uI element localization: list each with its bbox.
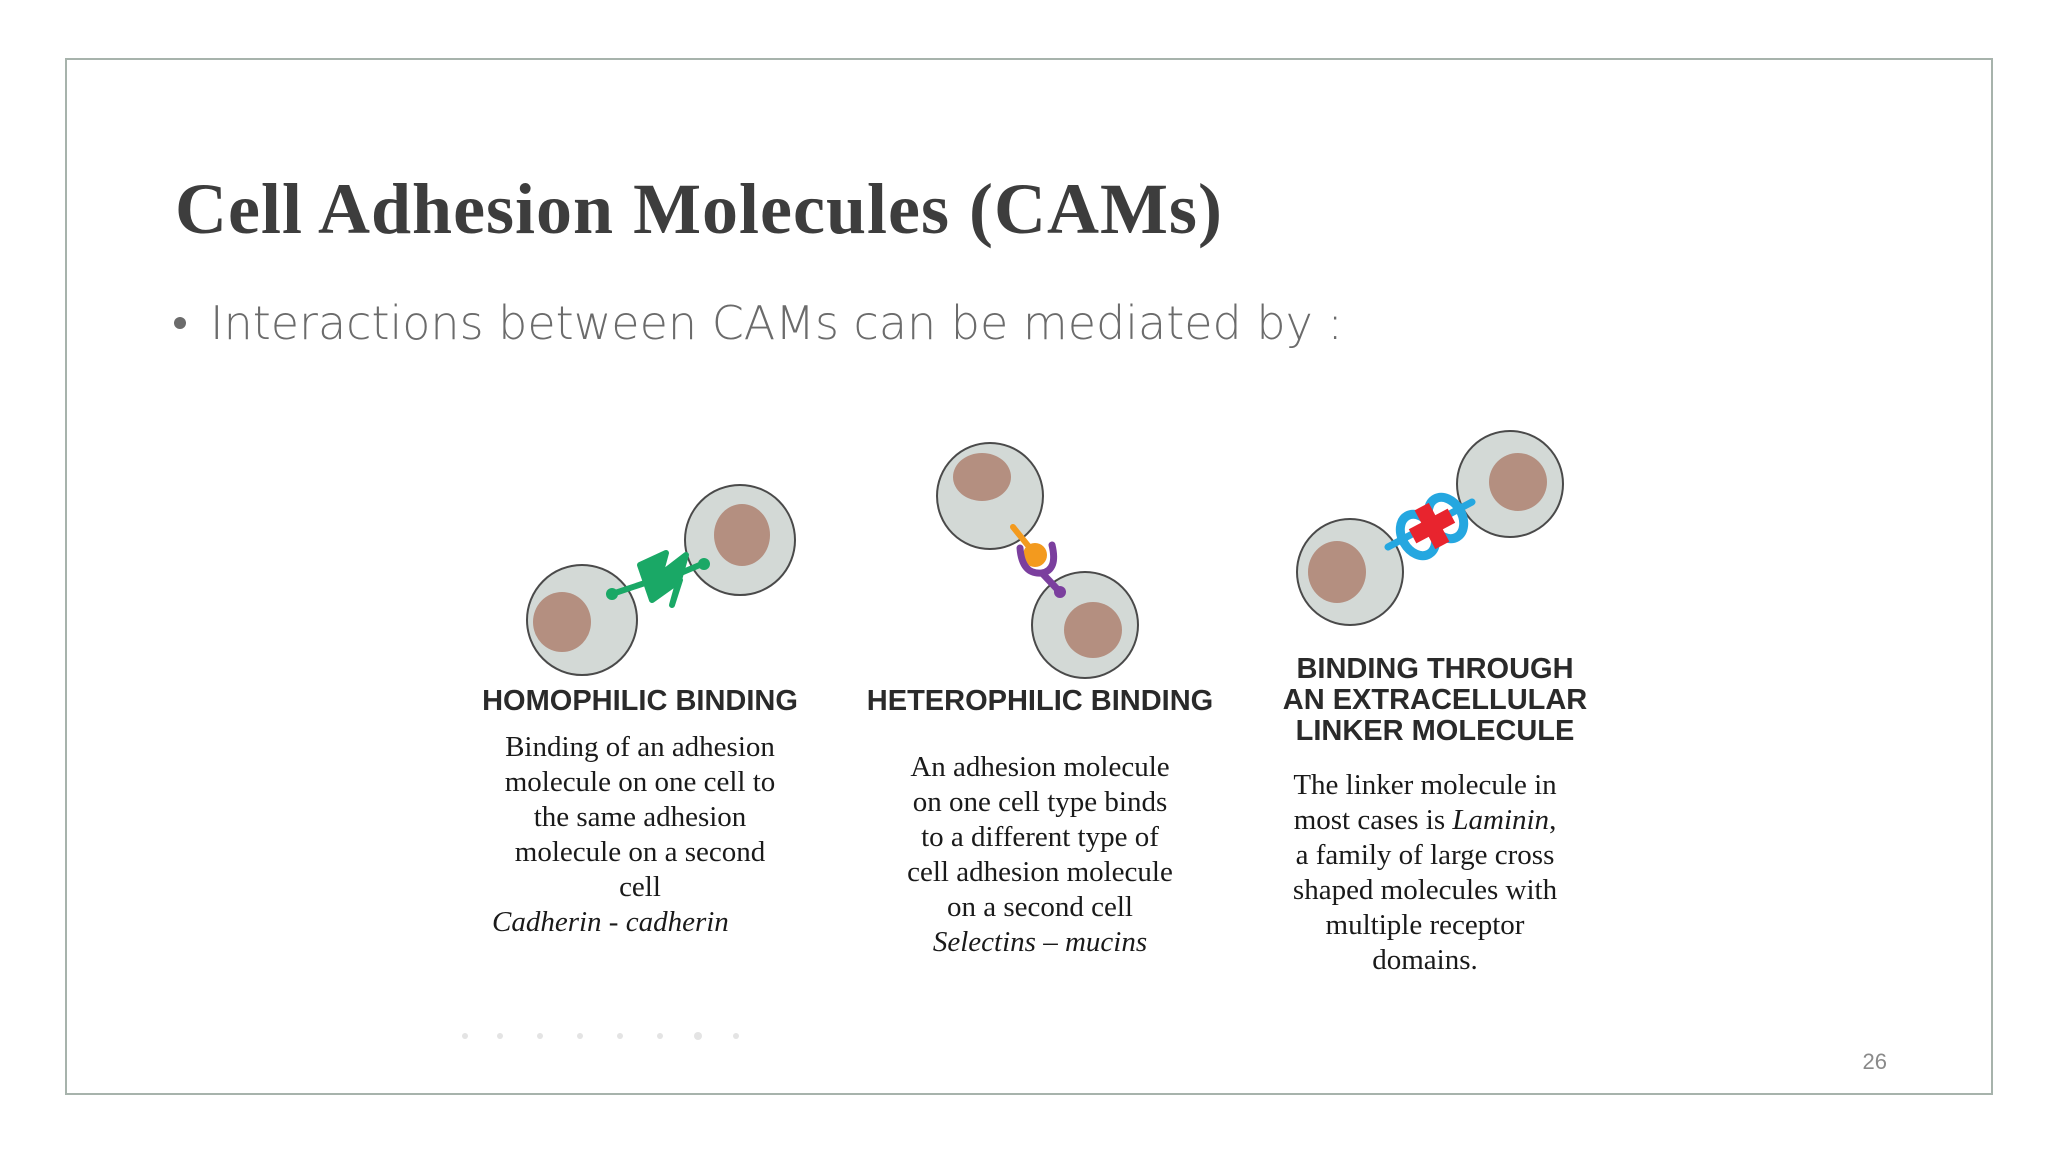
laminin-cross-icon [1408,502,1456,550]
homophilic-illustration [526,484,796,676]
heterophilic-illustration [936,442,1139,679]
selectin-stalk [1010,524,1033,551]
bullet-dot-icon [174,316,186,329]
homophilic-description: Binding of an adhesion molecule on one c… [504,731,776,903]
laminin-term: Laminin [1452,804,1550,836]
bullet-text: Interactions between CAMs can be mediate… [210,296,1343,350]
page-number: 26 [1862,1049,1887,1074]
heterophilic-heading: HETEROPHILIC BINDING [866,685,1214,717]
cadherin-molecule [612,550,705,608]
nucleus-right-linker [1489,453,1547,511]
slide-frame: Cell Adhesion Molecules (CAMs) Interacti… [65,58,1993,1095]
slide-title: Cell Adhesion Molecules (CAMs) [175,169,1223,249]
linker-description: The linker molecule in most cases is Lam… [1292,769,1558,976]
heterophilic-description: An adhesion molecule on one cell type bi… [860,750,1220,960]
homophilic-heading: HOMOPHILIC BINDING [482,685,798,717]
nucleus-left-linker [1308,541,1366,603]
heterophilic-example: Selectins – mucins [932,926,1148,958]
bullet-item: Interactions between CAMs can be mediate… [174,296,1343,350]
nucleus-right [714,504,770,566]
nucleus-top [953,453,1011,501]
homophilic-example: Cadherin - cadherin [492,906,729,938]
linker-illustration [1296,430,1564,626]
faint-dots [462,1032,739,1040]
linker-heading: BINDING THROUGH AN EXTRACELLULAR LINKER … [1282,653,1588,747]
selectin-head [1023,543,1047,567]
nucleus-bottom [1064,602,1122,658]
nucleus-left [533,592,591,652]
